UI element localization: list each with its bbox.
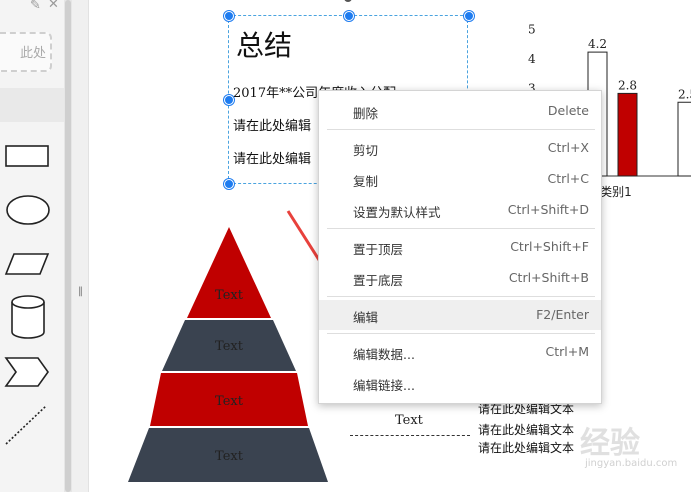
menu-item-label: 编辑 [353, 310, 379, 325]
parallelogram-shape[interactable] [4, 253, 50, 275]
pyramid-layer-4[interactable] [128, 428, 328, 482]
watermark-logo: 经验 [580, 426, 640, 461]
text-shape-label: Text [395, 413, 423, 428]
menu-item-delete[interactable]: 删除 Delete [319, 96, 601, 126]
watermark-url: jingyan.baidu.com [585, 458, 678, 469]
menu-item-shortcut: F2/Enter [536, 307, 589, 322]
ellipse-shape[interactable] [6, 195, 50, 225]
chevron-shape[interactable] [4, 357, 49, 387]
menu-separator [327, 333, 595, 334]
data-label: 2.5 [678, 87, 691, 101]
menu-item-edit-link[interactable]: 编辑链接... [319, 368, 601, 398]
left-panel: ✎ ✕ 此处 [0, 0, 73, 492]
menu-item-cut[interactable]: 剪切 Ctrl+X [319, 133, 601, 163]
pyramid-layer-3[interactable] [150, 373, 308, 426]
pyramid-layer-2[interactable] [162, 320, 296, 371]
menu-item-shortcut: Ctrl+Shift+F [510, 239, 589, 254]
close-icon[interactable]: ✕ [48, 0, 59, 12]
menu-item-shortcut: Ctrl+C [547, 171, 589, 186]
menu-item-label: 编辑数据... [353, 347, 415, 362]
menu-item-edit-data[interactable]: 编辑数据... Ctrl+M [319, 337, 601, 367]
pyramid-label-2: Text [215, 339, 244, 354]
dashed-divider [350, 435, 470, 436]
menu-separator [327, 129, 595, 130]
pyramid-label-1: Text [215, 288, 244, 303]
menu-item-bring-to-front[interactable]: 置于顶层 Ctrl+Shift+F [319, 232, 601, 262]
y-tick-label: 5 [528, 23, 536, 37]
y-tick-label: 4 [528, 52, 536, 66]
menu-item-label: 删除 [353, 106, 379, 121]
category-label: 类别1 [600, 185, 632, 199]
slide-title: 总结 [236, 29, 293, 62]
resize-handle-top-left[interactable] [224, 11, 234, 21]
pyramid-diagram[interactable]: Text Text Text Text [120, 220, 340, 492]
menu-item-shortcut: Delete [547, 103, 589, 118]
bottom-edit-text-2: 请在此处编辑文本 [478, 423, 575, 437]
bar-1-2[interactable] [617, 92, 638, 177]
menu-separator [327, 296, 595, 297]
menu-item-label: 复制 [353, 174, 379, 189]
dashed-line-shape[interactable] [5, 405, 47, 445]
resize-handle-left[interactable] [224, 95, 234, 105]
menu-item-label: 编辑链接... [353, 378, 415, 393]
text-line-2: 请在此处编辑 [233, 119, 312, 134]
resize-handle-top-right[interactable] [464, 11, 474, 21]
menu-item-shortcut: Ctrl+M [545, 344, 590, 359]
menu-item-set-default-style[interactable]: 设置为默认样式 Ctrl+Shift+D [319, 195, 601, 225]
pyramid-layer-1[interactable] [187, 227, 271, 318]
bar-2-1[interactable] [677, 101, 691, 177]
menu-item-send-to-back[interactable]: 置于底层 Ctrl+Shift+B [319, 263, 601, 293]
data-label: 2.8 [618, 78, 637, 92]
resize-handle-bottom-left[interactable] [224, 179, 234, 189]
pencil-icon[interactable]: ✎ [30, 0, 41, 13]
panel-splitter[interactable] [72, 0, 89, 492]
panel-button[interactable]: 此处 [0, 32, 52, 72]
menu-item-label: 剪切 [353, 143, 379, 158]
menu-item-copy[interactable]: 复制 Ctrl+C [319, 164, 601, 194]
pyramid-label-4: Text [215, 449, 244, 464]
shape-palette [4, 145, 50, 445]
text-line-3: 请在此处编辑 [233, 152, 312, 167]
left-panel-scrollbar[interactable] [64, 0, 72, 492]
menu-separator [327, 228, 595, 229]
splitter-grip-icon[interactable]: ‖ [78, 286, 83, 297]
menu-item-label: 置于顶层 [353, 242, 404, 257]
resize-handle-top[interactable] [344, 11, 354, 21]
menu-item-shortcut: Ctrl+Shift+B [508, 270, 589, 285]
menu-item-shortcut: Ctrl+X [547, 140, 589, 155]
pyramid-label-3: Text [215, 394, 244, 409]
menu-item-shortcut: Ctrl+Shift+D [507, 202, 589, 217]
bottom-edit-text-3: 请在此处编辑文本 [478, 441, 575, 455]
menu-item-label: 置于底层 [353, 273, 404, 288]
context-menu: 删除 Delete 剪切 Ctrl+X 复制 Ctrl+C 设置为默认样式 Ct… [318, 90, 602, 404]
panel-section-header[interactable] [0, 88, 64, 122]
bottom-edit-text-1: 请在此处编辑文本 [478, 402, 575, 416]
y-tick-label: 3 [528, 82, 536, 96]
menu-item-label: 设置为默认样式 [353, 205, 441, 220]
data-label: 4.2 [588, 37, 607, 51]
rectangle-shape[interactable] [5, 145, 49, 167]
cylinder-shape[interactable] [11, 295, 45, 339]
rotate-handle[interactable] [344, 0, 352, 2]
menu-item-edit[interactable]: 编辑 F2/Enter [319, 300, 601, 330]
